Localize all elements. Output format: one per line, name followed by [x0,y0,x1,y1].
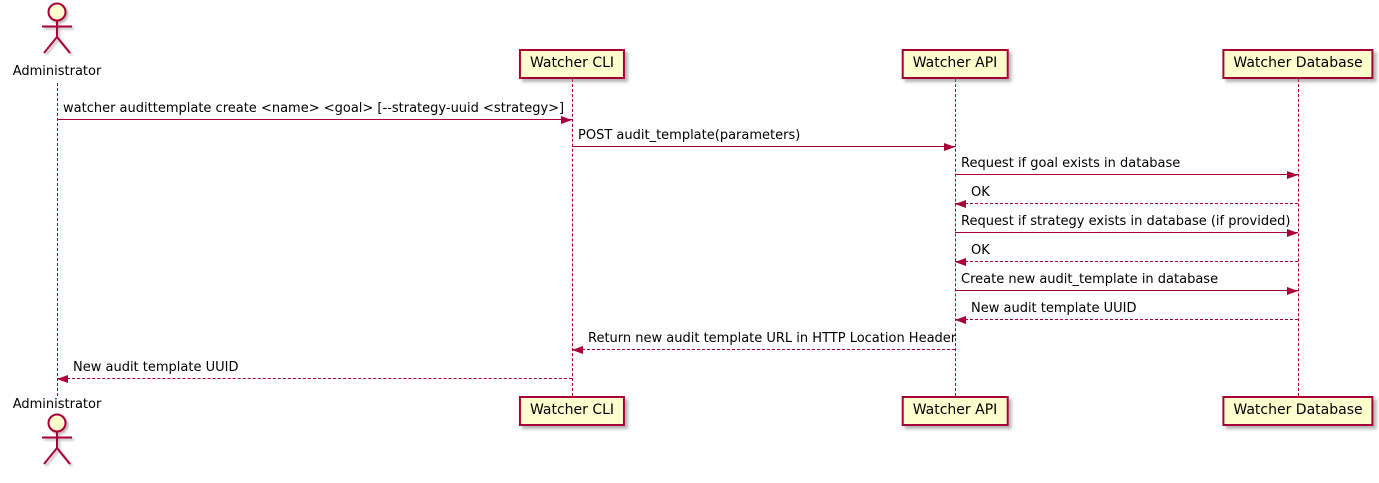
message-line [955,290,1298,291]
message-label: Request if goal exists in database [961,156,1181,171]
lifeline-watcher-cli [572,79,573,396]
message-label: OK [971,243,990,258]
message-line [955,319,1298,320]
lifeline-watcher-api [955,79,956,396]
message-line [57,378,572,379]
message-label: New audit template UUID [73,360,239,375]
arrowhead-icon [1287,286,1298,295]
participant-label-administrator-top: Administrator [12,64,102,79]
arrowhead-icon [561,115,572,124]
arrowhead-icon [955,315,966,324]
arrowhead-icon [57,374,68,383]
arrowhead-icon [955,257,966,266]
message-label: Request if strategy exists in database (… [961,214,1291,229]
actor-icon-administrator-top [42,2,72,54]
message-label: POST audit_template(parameters) [578,128,801,143]
participant-box-watcher-cli-top: Watcher CLI [518,49,626,79]
message-label: Return new audit template URL in HTTP Lo… [588,331,957,346]
message-line [955,203,1298,204]
message-label: OK [971,185,990,200]
message-line [572,349,955,350]
participant-box-watcher-cli-bottom: Watcher CLI [518,396,626,426]
arrowhead-icon [944,142,955,151]
arrowhead-icon [955,199,966,208]
message-line [955,174,1298,175]
message-line [57,119,572,120]
actor-icon-administrator-bottom [42,413,72,465]
message-line [572,146,955,147]
participant-box-watcher-database-top: Watcher Database [1222,49,1374,79]
participant-label-administrator-bottom: Administrator [12,397,102,412]
message-line [955,261,1298,262]
lifeline-administrator [57,83,58,396]
arrowhead-icon [1287,228,1298,237]
message-line [955,232,1298,233]
message-label: watcher audittemplate create <name> <goa… [63,101,565,116]
message-label: Create new audit_template in database [961,272,1219,287]
participant-box-watcher-api-bottom: Watcher API [901,396,1009,426]
message-label: New audit template UUID [971,301,1137,316]
lifeline-watcher-database [1298,79,1299,396]
arrowhead-icon [1287,170,1298,179]
participant-box-watcher-api-top: Watcher API [901,49,1009,79]
arrowhead-icon [572,345,583,354]
participant-box-watcher-database-bottom: Watcher Database [1222,396,1374,426]
